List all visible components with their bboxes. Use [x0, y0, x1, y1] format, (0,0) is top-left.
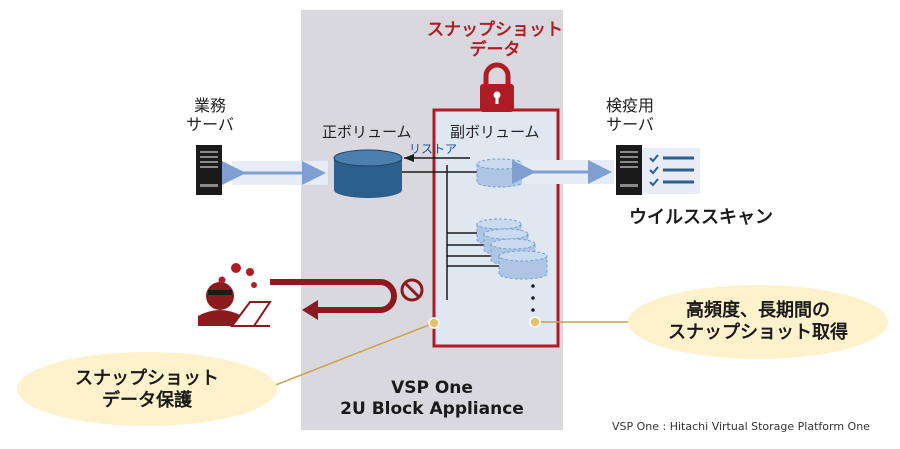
snapshot-data-line2: データ [469, 40, 521, 60]
callout-left-dot [428, 317, 440, 329]
checklist-icon [642, 148, 700, 194]
business-server-icon [196, 145, 222, 195]
snapshot-tree-lines [402, 165, 500, 300]
prohibited-icon [400, 278, 424, 302]
virus-icons [218, 263, 257, 288]
callout-right-line1: 高頻度、長期間の [686, 300, 830, 321]
callout-right-ellipse [628, 285, 888, 359]
secondary-volume-cylinder [476, 158, 524, 188]
callout-right-dot [529, 316, 541, 328]
appliance-line1: VSP One [391, 378, 473, 398]
primary-volume-label: 正ボリューム [322, 123, 412, 141]
ellipsis-label: ・・・ [524, 279, 540, 315]
callout-left-connector [267, 322, 435, 389]
scan-server-line2: サーバ [606, 115, 654, 134]
snapshot-data-line1: スナップショット [427, 20, 563, 40]
scan-server-label: 検疫用 サーバ [590, 96, 670, 134]
business-server-line1: 業務 [193, 96, 226, 115]
footnote: VSP One : Hitachi Virtual Storage Platfo… [612, 420, 870, 433]
callout-right-text: 高頻度、長期間の スナップショット取得 [648, 300, 868, 344]
callout-left-ellipse [17, 352, 277, 426]
scan-server-icon [616, 145, 642, 195]
business-server-label: 業務 サーバ [170, 96, 250, 134]
callout-left-text: スナップショット データ保護 [37, 368, 257, 412]
primary-volume-cylinder [333, 149, 403, 198]
blocked-attack-arrowhead [302, 300, 318, 320]
appliance-label: VSP One 2U Block Appliance [320, 378, 544, 420]
virus-scan-label: ウイルススキャン [629, 207, 773, 228]
restore-arrowhead [404, 154, 414, 162]
secondary-volume-label: 副ボリューム [450, 123, 540, 141]
attacker-icon [198, 282, 272, 327]
lock-icon [480, 62, 514, 112]
blocked-attack-arrow [270, 279, 397, 313]
callout-left-line2: データ保護 [102, 390, 192, 411]
callout-right-line2: スナップショット取得 [668, 322, 848, 343]
snapshot-data-label: スナップショット データ [421, 20, 569, 60]
appliance-line2: 2U Block Appliance [340, 399, 524, 419]
business-server-line2: サーバ [186, 115, 234, 134]
scan-server-line1: 検疫用 [605, 96, 654, 115]
restore-label: リストア [409, 142, 458, 156]
snapshot-cylinder-4 [498, 250, 548, 280]
callout-left-line1: スナップショット [75, 368, 219, 389]
